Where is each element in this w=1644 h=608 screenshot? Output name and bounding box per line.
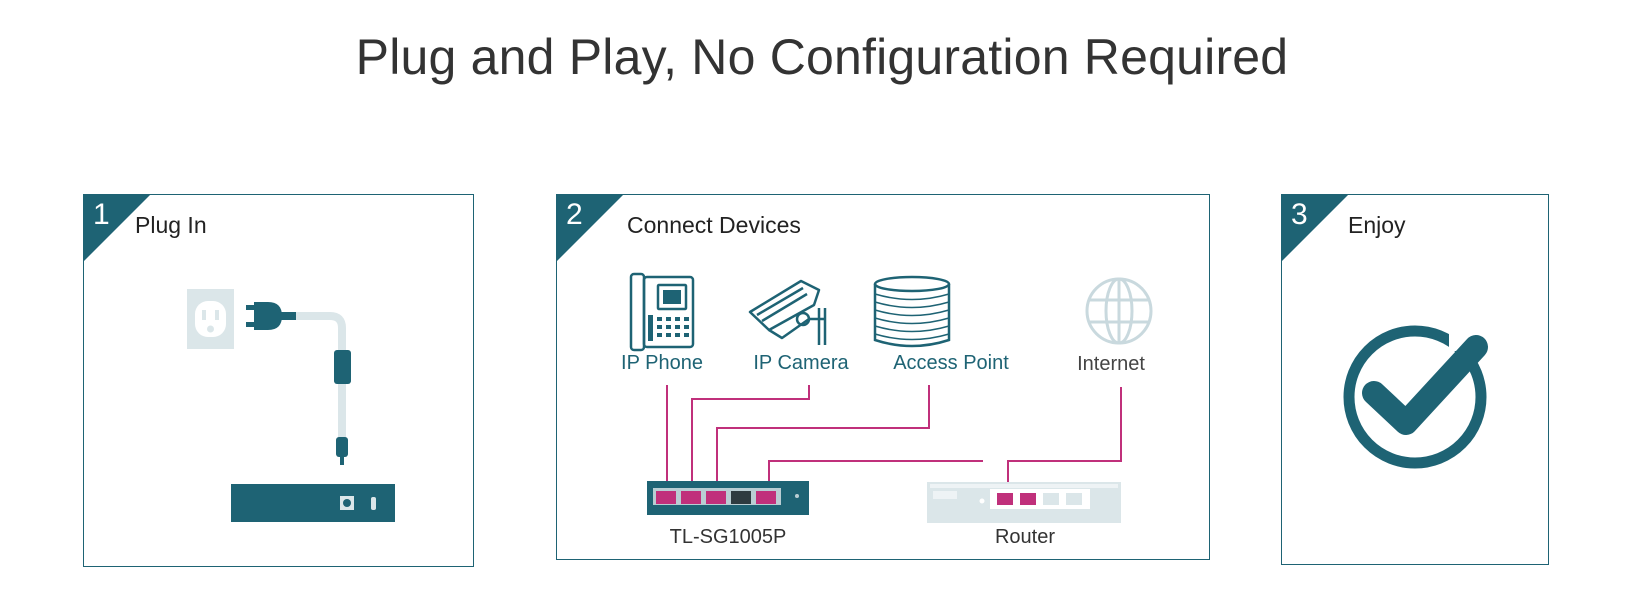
step-title: Plug In [135,212,207,238]
step-card-enjoy: 3 Enjoy [1281,194,1549,565]
ip-phone-label: IP Phone [621,352,703,374]
access-point-label: Access Point [893,352,1009,374]
step-corner-badge [557,195,623,261]
ip-camera-icon [748,279,827,345]
step-number: 1 [93,198,110,231]
access-point-icon [873,275,951,348]
ip-camera-label: IP Camera [753,352,849,374]
tl-sg1005p-switch-icon [647,481,809,515]
internet-label: Internet [1077,353,1145,375]
plug-in-illustration [187,289,395,522]
page-title: Plug and Play, No Configuration Required [355,29,1289,85]
step-card-connect-devices: 2 Connect Devices IP Phone [556,194,1210,560]
power-plug-icon [246,302,296,330]
step-corner-badge [1282,195,1348,261]
step-number: 3 [1291,198,1308,231]
connect-devices-illustration: IP Phone IP Camera Access Point [621,272,1153,548]
router-label: Router [995,526,1055,548]
enjoy-illustration [1343,315,1488,469]
switch-device-icon [231,484,395,522]
globe-icon [1085,277,1153,345]
check-circle-icon [1343,315,1488,469]
step-title: Enjoy [1348,212,1406,238]
step-title: Connect Devices [627,212,801,238]
switch-label: TL-SG1005P [670,526,787,548]
router-icon [927,482,1121,523]
step-corner-badge [84,195,150,261]
ip-phone-icon [629,272,695,352]
network-cables [666,385,1122,495]
step-card-plug-in: 1 Plug In [83,194,474,567]
power-outlet-icon [187,289,234,349]
step-number: 2 [566,198,583,231]
